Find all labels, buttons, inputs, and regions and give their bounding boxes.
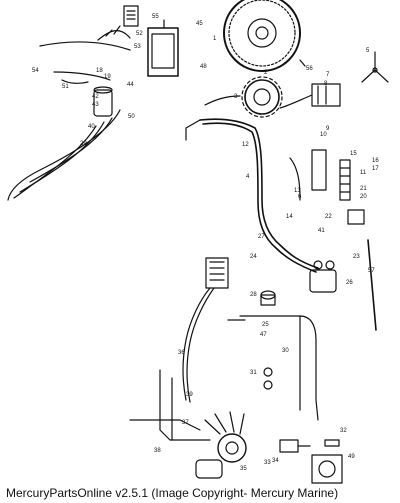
callout-44: 44 — [127, 82, 134, 88]
callout-53: 53 — [134, 44, 141, 50]
callout-35: 35 — [240, 466, 247, 472]
callout-32: 32 — [340, 428, 347, 434]
callout-15: 15 — [350, 151, 357, 157]
callout-50: 50 — [128, 114, 135, 120]
image-caption: MercuryPartsOnline v2.5.1 (Image Copyrig… — [6, 486, 339, 500]
callout-42: 42 — [92, 94, 99, 100]
callout-18: 18 — [96, 68, 103, 74]
callout-1: 1 — [213, 36, 217, 42]
callout-41: 41 — [318, 228, 325, 234]
callout-21: 21 — [360, 186, 367, 192]
ignition-switch — [217, 433, 247, 463]
callout-25: 25 — [262, 322, 269, 328]
callout-48: 48 — [200, 64, 207, 70]
callout-20: 20 — [360, 194, 367, 200]
flywheel — [223, 0, 301, 72]
callout-56: 56 — [306, 66, 313, 72]
callout-5: 5 — [366, 48, 370, 54]
callout-47: 47 — [260, 332, 267, 338]
starter-solenoid — [309, 269, 337, 293]
callout-34: 34 — [272, 458, 279, 464]
terminal-block — [339, 159, 351, 201]
callout-9: 9 — [326, 126, 330, 132]
callout-7: 7 — [326, 72, 330, 78]
callout-10: 10 — [320, 132, 327, 138]
callout-17: 17 — [372, 166, 379, 172]
callout-37: 37 — [182, 420, 189, 426]
callout-39: 39 — [186, 392, 193, 398]
callout-51: 51 — [62, 84, 69, 90]
callout-52: 52 — [136, 31, 143, 37]
callout-40: 40 — [88, 124, 95, 130]
callout-43: 43 — [92, 102, 99, 108]
callout-13: 13 — [294, 188, 301, 194]
callout-3: 3 — [234, 94, 238, 100]
callout-29: 29 — [80, 141, 87, 147]
callout-55: 55 — [152, 14, 159, 20]
callout-6: 6 — [298, 194, 302, 200]
decal — [123, 5, 139, 27]
callout-36: 36 — [178, 350, 185, 356]
stator — [241, 76, 283, 118]
callout-26: 26 — [346, 280, 353, 286]
callout-4: 4 — [246, 174, 250, 180]
callout-28: 28 — [250, 292, 257, 298]
ignition-coil — [93, 89, 113, 117]
switch-box — [147, 19, 179, 77]
callout-33: 33 — [264, 460, 271, 466]
callout-12: 12 — [242, 142, 249, 148]
key-switch — [279, 439, 299, 453]
callout-57: 57 — [368, 268, 375, 274]
callout-24: 24 — [250, 254, 257, 260]
callout-38: 38 — [154, 448, 161, 454]
callout-27: 27 — [258, 234, 265, 240]
small-component — [347, 209, 365, 225]
callout-31: 31 — [250, 370, 257, 376]
callout-30: 30 — [282, 348, 289, 354]
connector-plug — [205, 257, 229, 289]
callout-49: 49 — [348, 454, 355, 460]
callout-8: 8 — [324, 81, 328, 87]
callout-45: 45 — [196, 21, 203, 27]
callout-23: 23 — [353, 254, 360, 260]
instrument-panel — [311, 454, 343, 484]
callout-11: 11 — [360, 170, 367, 176]
callout-2: 2 — [264, 70, 268, 76]
callout-54: 54 — [32, 68, 39, 74]
main-harness — [199, 118, 319, 273]
callout-22: 22 — [325, 214, 332, 220]
callout-16: 16 — [372, 158, 379, 164]
callout-19: 19 — [104, 74, 111, 80]
callout-14: 14 — [286, 214, 293, 220]
